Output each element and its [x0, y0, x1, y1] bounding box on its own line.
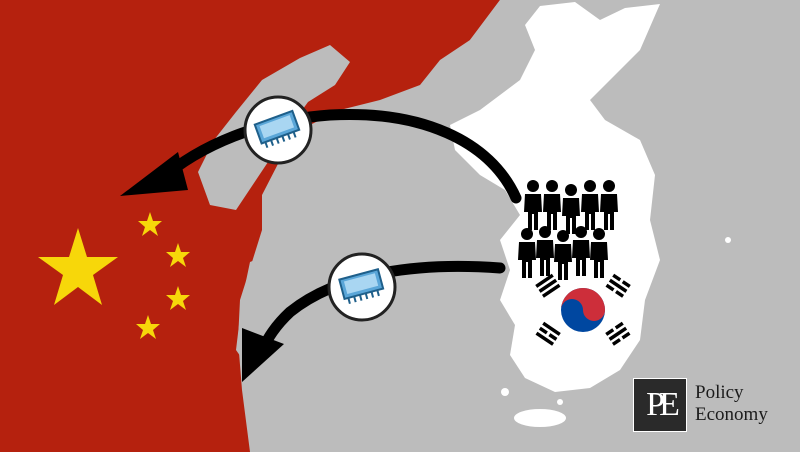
- taegeuk-icon: [535, 273, 631, 346]
- chip-icon: [253, 109, 301, 149]
- small-star-icon: [166, 243, 190, 267]
- logo-wordmark: Policy Economy: [695, 382, 768, 426]
- lower-arrow: [256, 260, 506, 356]
- jeju-island: [514, 409, 566, 427]
- small-island: [725, 237, 731, 243]
- china-territory: [0, 0, 500, 452]
- lower-arrowhead: [242, 328, 284, 382]
- small-star-icon: [136, 315, 160, 339]
- upper-arrow: [154, 108, 522, 204]
- chip-badge-upper: [243, 95, 313, 165]
- logo-monogram: PE: [633, 378, 687, 432]
- logo-line-1: Policy: [695, 382, 744, 403]
- policy-economy-logo: PE Policy Economy: [633, 378, 783, 436]
- small-star-icon: [138, 212, 162, 236]
- small-island: [501, 388, 509, 396]
- chip-badge-lower: [327, 252, 397, 322]
- small-island: [557, 399, 563, 405]
- big-star-icon: [38, 228, 118, 305]
- upper-arrowhead: [120, 152, 188, 196]
- chip-icon: [338, 268, 385, 304]
- logo-line-2: Economy: [695, 404, 768, 425]
- small-star-icon: [166, 286, 190, 310]
